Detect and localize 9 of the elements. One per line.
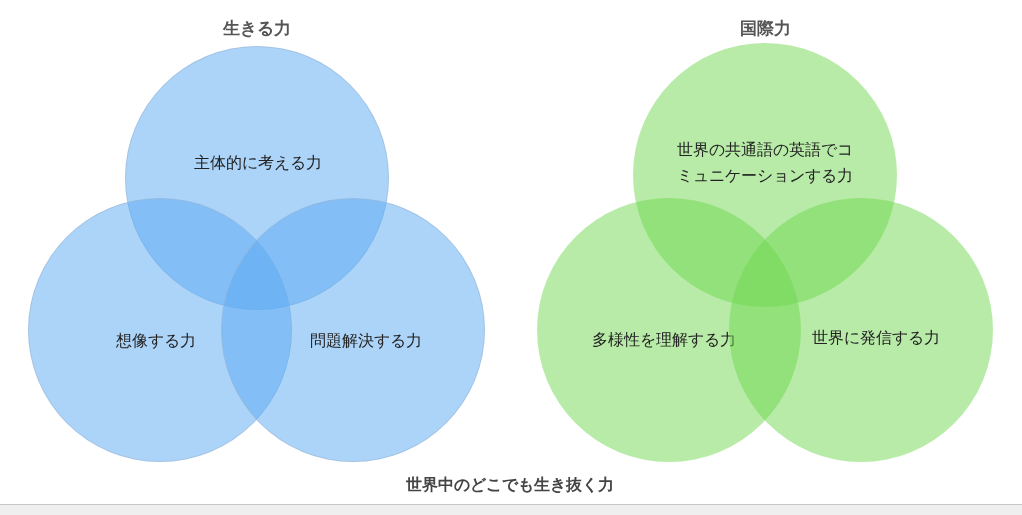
circle-label: 世界に発信する力 (811, 327, 941, 350)
group-heading: 生きる力 (223, 17, 291, 40)
group-heading: 国際力 (739, 17, 791, 40)
circle-label: 主体的に考える力 (193, 152, 323, 175)
circle-label: 問題解決する力 (309, 330, 423, 353)
circle-label: 多様性を理解する力 (591, 329, 737, 352)
circle-label: 想像する力 (115, 330, 197, 353)
caption: 世界中のどこでも生き抜く力 (406, 474, 614, 496)
circle-label: 世界の共通語の英語でコミュニケーションする力 (676, 139, 854, 187)
